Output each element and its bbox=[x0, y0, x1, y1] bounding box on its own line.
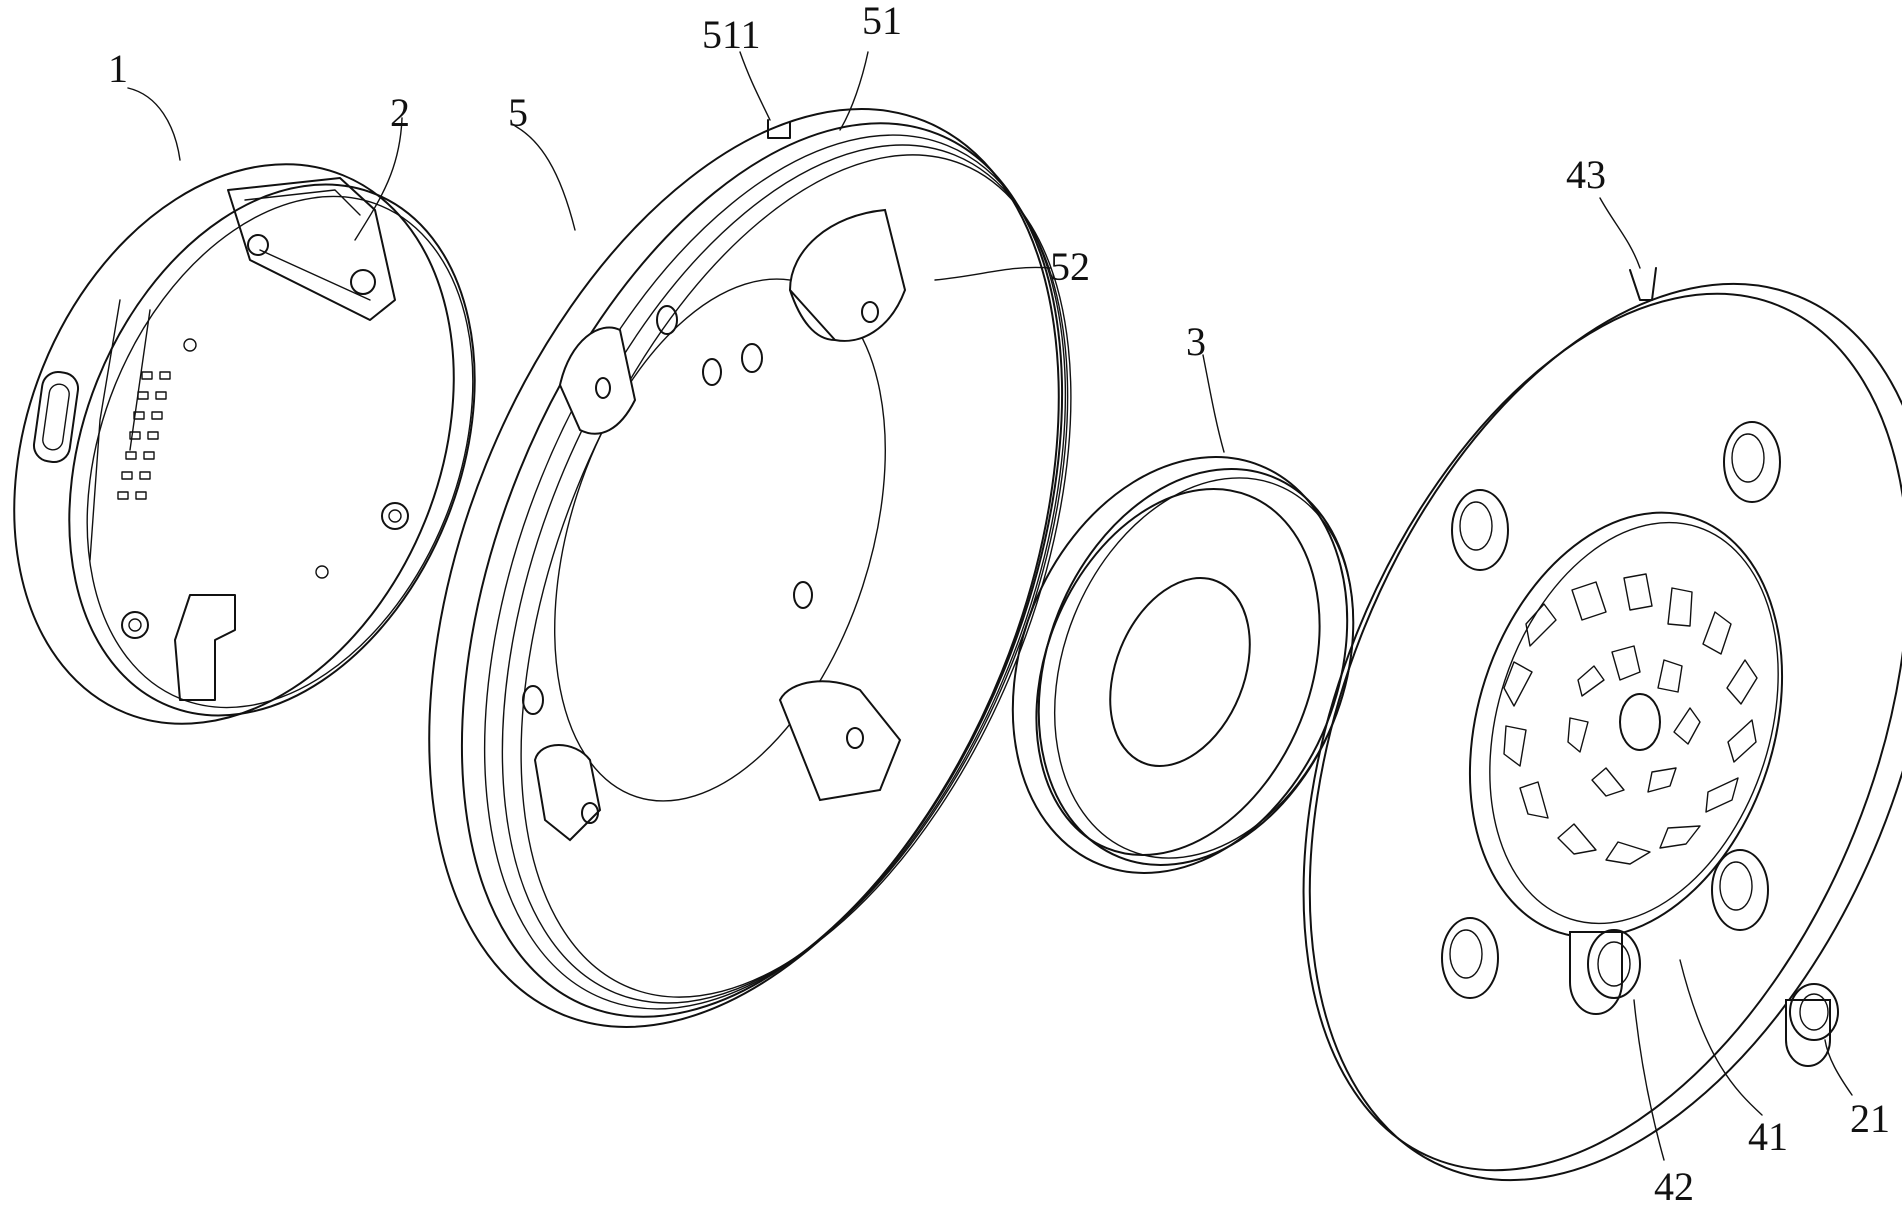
label-43: 43 bbox=[1566, 152, 1606, 197]
label-1: 1 bbox=[108, 46, 128, 91]
part-rear-housing bbox=[13, 163, 476, 725]
part-labels: 1 2 5 511 51 52 3 43 41 42 21 bbox=[108, 0, 1890, 1209]
label-5: 5 bbox=[508, 90, 528, 135]
label-51: 51 bbox=[862, 0, 902, 43]
leader-lines bbox=[127, 51, 1853, 1161]
label-52: 52 bbox=[1050, 244, 1090, 289]
grille-slots bbox=[1503, 573, 1758, 865]
label-2: 2 bbox=[390, 90, 410, 135]
part-small-plug bbox=[1785, 983, 1839, 1067]
label-511: 511 bbox=[702, 12, 761, 57]
label-21: 21 bbox=[1850, 1096, 1890, 1141]
label-42: 42 bbox=[1654, 1164, 1694, 1209]
part-speaker-driver bbox=[1011, 456, 1355, 874]
label-3: 3 bbox=[1186, 319, 1206, 364]
part-frame-ring bbox=[428, 108, 1072, 1028]
part-front-cover bbox=[1302, 267, 1902, 1182]
label-41: 41 bbox=[1748, 1114, 1788, 1159]
